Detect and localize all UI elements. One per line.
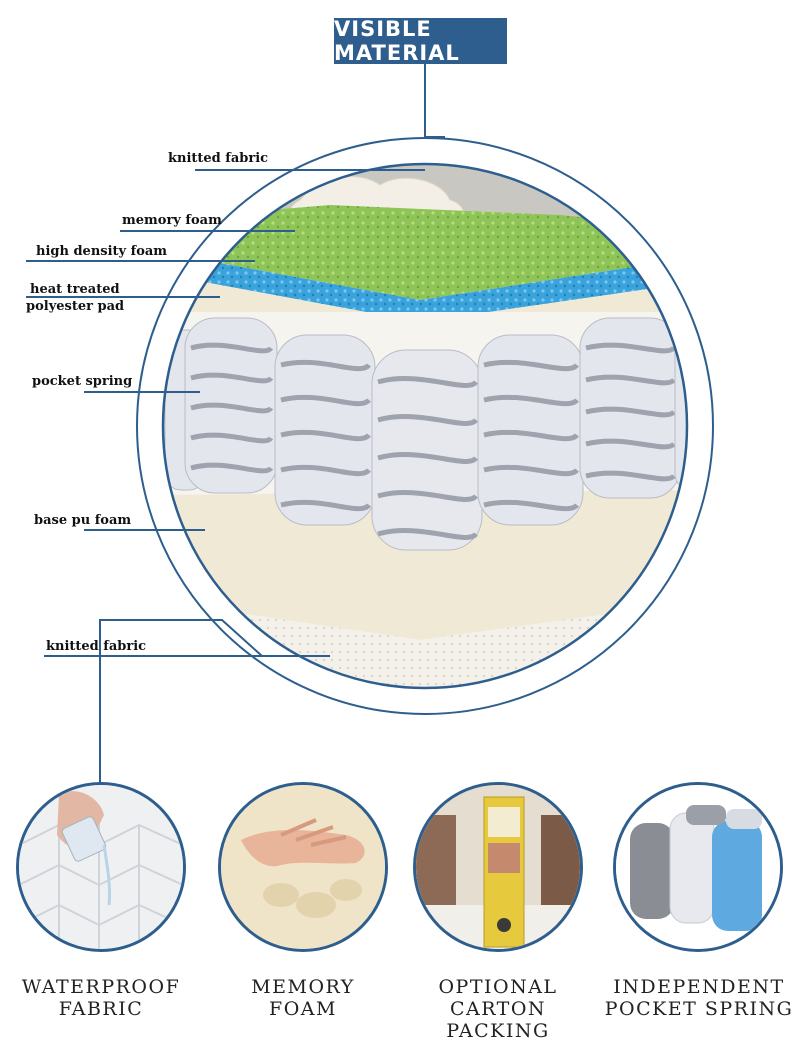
- carton-packing-thumbnail: [413, 782, 583, 952]
- leader-lines: [26, 169, 425, 815]
- feature-caption-memory-foam: MEMORY FOAM: [208, 976, 398, 1020]
- carton-box-icon: [416, 785, 580, 949]
- label-heat-treated: heat treated: [30, 282, 120, 297]
- feature-caption-line2: CARTON PACKING: [446, 998, 550, 1042]
- feature-caption-line2: FABRIC: [58, 998, 144, 1020]
- pocket-spring-thumbnail: [613, 782, 783, 952]
- waterproof-fabric-thumbnail: [16, 782, 186, 952]
- feature-caption-waterproof: WATERPROOF FABRIC: [6, 976, 196, 1020]
- water-pour-icon: [19, 785, 183, 949]
- label-high-density-foam: high density foam: [36, 244, 168, 259]
- memory-foam-layer: [163, 205, 687, 300]
- high-density-foam-layer: [163, 250, 687, 322]
- feature-caption-line1: OPTIONAL: [438, 976, 558, 998]
- title-connector-line: [424, 64, 445, 138]
- feature-caption-line2: POCKET SPRING: [604, 998, 794, 1020]
- feature-caption-line2: FOAM: [269, 998, 337, 1020]
- label-polyester-pad: polyester pad: [26, 299, 125, 314]
- base-pu-foam-layer: [163, 490, 687, 640]
- feature-caption-line1: WATERPROOF: [21, 976, 181, 998]
- pocket-springs: [164, 317, 687, 551]
- memory-foam-thumbnail: [218, 782, 388, 952]
- label-pocket-spring: pocket spring: [32, 374, 133, 389]
- label-knitted-fabric-bottom: knitted fabric: [46, 639, 147, 654]
- pocket-spring-icon: [616, 785, 780, 949]
- detail-circle-inner: [161, 162, 689, 690]
- feature-caption-carton-packing: OPTIONAL CARTON PACKING: [398, 976, 598, 1042]
- feature-caption-line1: INDEPENDENT: [613, 976, 785, 998]
- feature-caption-pocket-spring: INDEPENDENT POCKET SPRING: [604, 976, 794, 1020]
- hand-press-icon: [221, 785, 385, 949]
- label-base-pu-foam: base pu foam: [34, 513, 132, 528]
- page-title: VISIBLE MATERIAL: [334, 17, 507, 65]
- label-memory-foam: memory foam: [122, 213, 222, 228]
- feature-caption-line1: MEMORY: [251, 976, 355, 998]
- label-knitted-fabric-top: knitted fabric: [168, 151, 269, 166]
